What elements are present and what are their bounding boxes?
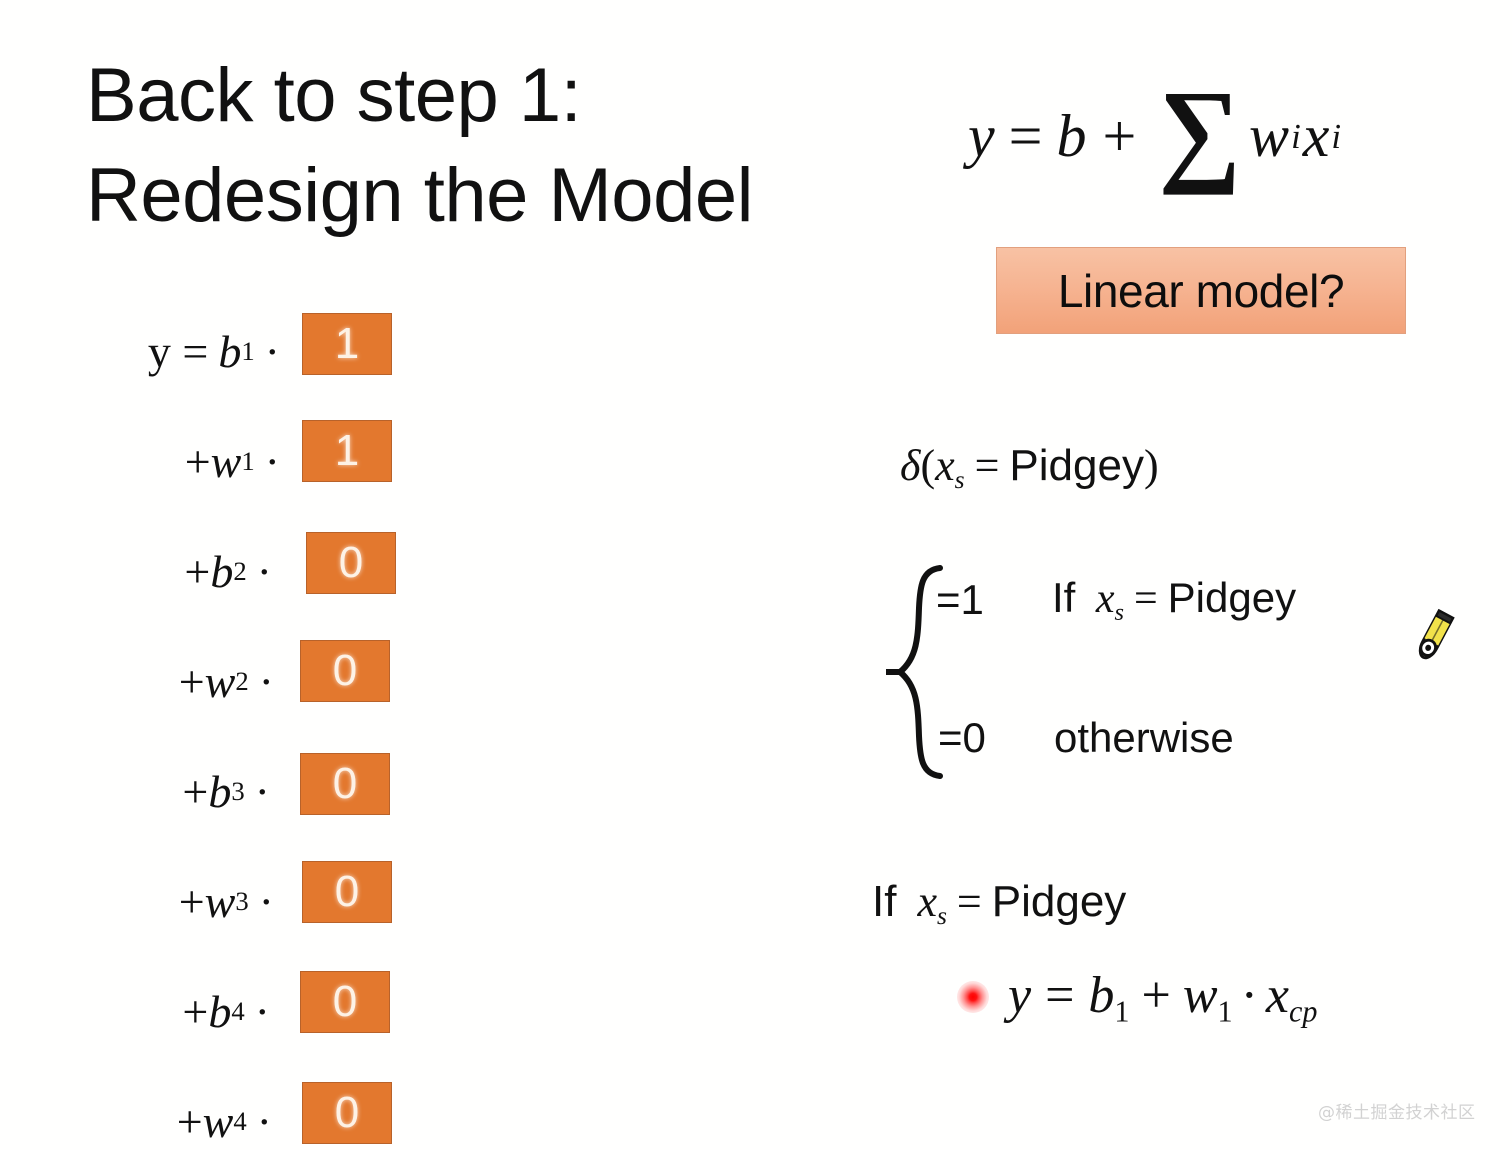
value-box: 0 xyxy=(300,640,390,702)
row-prefix: + xyxy=(182,985,209,1037)
row-operator: · xyxy=(256,545,272,597)
value-box: 0 xyxy=(306,532,396,594)
sigma-icon: ∑ xyxy=(1158,68,1242,196)
row-prefix: y = xyxy=(147,325,209,377)
delta-symbol: δ xyxy=(900,441,921,490)
row-operator: · xyxy=(258,655,274,707)
delta-close-paren: ) xyxy=(1143,441,1159,490)
row-operator: · xyxy=(256,1095,272,1147)
row-coef: b xyxy=(218,325,242,377)
case-2-value: =0 xyxy=(938,714,986,761)
case-1-x-sub: s xyxy=(1114,598,1124,626)
delta-open-paren: ( xyxy=(920,441,936,490)
formula-b: b xyxy=(1056,103,1087,170)
curly-brace-icon xyxy=(886,565,943,779)
row-prefix: + xyxy=(184,435,211,487)
laser-pointer-dot xyxy=(957,981,989,1013)
row-coef: b xyxy=(208,765,232,817)
bottom-if-label: If xyxy=(872,877,897,926)
row-prefix: + xyxy=(182,765,209,817)
formula-w: w xyxy=(1249,103,1290,170)
result-y: y xyxy=(1008,967,1032,1024)
row-coef: b xyxy=(210,545,234,597)
delta-x-sub: s xyxy=(954,465,965,495)
case-1-x: x xyxy=(1095,576,1115,622)
bottom-if-x-sub: s xyxy=(936,901,947,931)
value-box: 0 xyxy=(300,971,390,1033)
formula-y: y xyxy=(968,103,995,170)
result-dot: · xyxy=(1240,967,1258,1024)
result-w-sub: 1 xyxy=(1217,994,1233,1029)
linear-model-callout: Linear model? xyxy=(996,247,1406,334)
row-operator: · xyxy=(254,765,270,817)
value-box-label: 0 xyxy=(338,538,364,587)
case-2-condition: otherwise xyxy=(1054,714,1234,761)
bottom-if-x: x xyxy=(917,877,937,926)
value-box-label: 0 xyxy=(334,1088,360,1137)
result-plus: + xyxy=(1141,967,1171,1024)
delta-x: x xyxy=(935,441,955,490)
row-prefix: + xyxy=(178,875,205,927)
value-box-label: 0 xyxy=(334,867,360,916)
bottom-if-equals: = xyxy=(956,877,982,926)
value-box-label: 1 xyxy=(334,319,360,368)
row-coef: b xyxy=(208,985,232,1037)
delta-definition: δ(xs =Pidgey) xyxy=(900,440,1159,495)
case-1-if: If xyxy=(1052,574,1076,621)
row-operator: · xyxy=(264,435,280,487)
result-x: x xyxy=(1265,967,1290,1024)
result-b: b xyxy=(1088,967,1115,1024)
bottom-result-equation: y=b1+w1·xcp xyxy=(1008,966,1317,1027)
page-title: Back to step 1: Redesign the Model xyxy=(86,53,753,239)
piecewise-block: =1 If xs =Pidgey =0 otherwise xyxy=(886,562,1406,782)
result-b-sub: 1 xyxy=(1114,994,1130,1029)
row-prefix: + xyxy=(176,1095,203,1147)
case-1-target: Pidgey xyxy=(1167,574,1297,621)
row-coef: w xyxy=(204,875,236,927)
row-prefix: + xyxy=(178,655,205,707)
delta-equals: = xyxy=(974,441,1000,490)
row-coef: w xyxy=(204,655,236,707)
row-operator: · xyxy=(254,985,270,1037)
linear-model-label: Linear model? xyxy=(1057,264,1345,317)
value-box: 1 xyxy=(302,313,392,375)
bottom-if-condition: If xs =Pidgey xyxy=(872,876,1127,931)
result-w: w xyxy=(1182,967,1218,1024)
case-1-equals: = xyxy=(1133,576,1158,622)
case-1-value: =1 xyxy=(936,576,984,623)
row-coef: w xyxy=(210,435,242,487)
formula-equals: = xyxy=(1008,103,1043,170)
row-operator: · xyxy=(258,875,274,927)
value-box-label: 0 xyxy=(332,646,358,695)
result-equals: = xyxy=(1045,967,1075,1024)
watermark: @稀土掘金技术社区 xyxy=(1318,1103,1476,1123)
value-box-label: 0 xyxy=(332,977,358,1026)
row-coef: w xyxy=(202,1095,234,1147)
result-x-sub: cp xyxy=(1289,994,1318,1029)
value-box: 0 xyxy=(302,861,392,923)
value-box-label: 0 xyxy=(332,759,358,808)
bottom-if-target: Pidgey xyxy=(991,877,1127,926)
row-prefix: + xyxy=(184,545,211,597)
case-1-condition: If xs =Pidgey xyxy=(1052,574,1297,626)
formula-x: x xyxy=(1302,103,1330,170)
value-box: 0 xyxy=(302,1082,392,1144)
value-box: 1 xyxy=(302,420,392,482)
row-operator: · xyxy=(264,325,280,377)
delta-target: Pidgey xyxy=(1009,441,1144,490)
value-box: 0 xyxy=(300,753,390,815)
value-box-label: 1 xyxy=(334,426,360,475)
pencil-cursor-icon xyxy=(1418,608,1455,660)
formula-plus: + xyxy=(1102,103,1137,170)
